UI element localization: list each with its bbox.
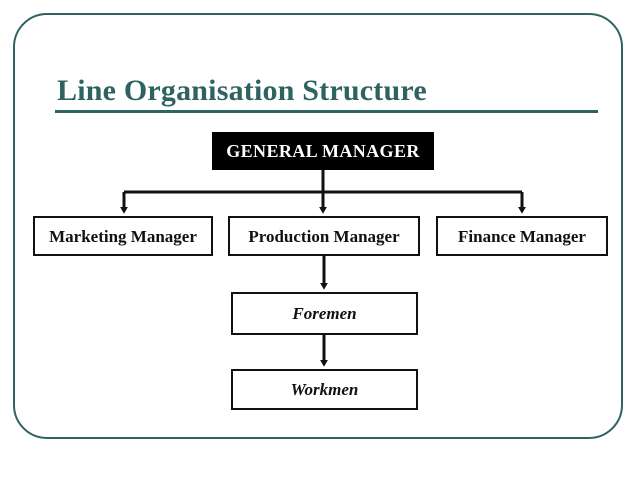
org-node-foremen[interactable]: Foremen xyxy=(231,292,418,335)
org-node-label: Workmen xyxy=(290,380,359,399)
org-node-label: GENERAL MANAGER xyxy=(226,141,420,161)
org-node-label: Finance Manager xyxy=(458,226,586,246)
org-node-label: Production Manager xyxy=(248,226,400,246)
org-node-general-manager[interactable]: GENERAL MANAGER xyxy=(212,132,434,170)
org-node-label: Foremen xyxy=(292,304,357,323)
org-node-workmen[interactable]: Workmen xyxy=(231,369,418,410)
org-node-finance-manager[interactable]: Finance Manager xyxy=(436,216,608,256)
org-node-production-manager[interactable]: Production Manager xyxy=(228,216,420,256)
org-node-label: Marketing Manager xyxy=(49,226,197,246)
page-title: Line Organisation Structure xyxy=(57,74,427,107)
title-underline-rule xyxy=(55,110,598,113)
org-node-marketing-manager[interactable]: Marketing Manager xyxy=(33,216,213,256)
